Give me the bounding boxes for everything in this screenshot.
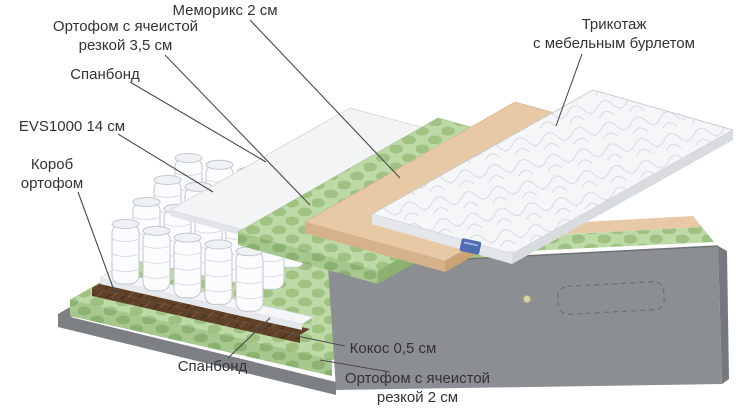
leader-memorix xyxy=(249,19,401,179)
label-spunbond-top: Спанбонд xyxy=(70,66,140,83)
label-evs: EVS1000 14 см xyxy=(18,118,126,135)
leader-evs xyxy=(117,133,214,193)
leader-ortofoam-35cm xyxy=(164,54,311,206)
leader-lines xyxy=(77,19,583,373)
brand-tag xyxy=(459,238,482,255)
leader-korob xyxy=(77,191,116,294)
label-spunbond-bottom: Спанбонд xyxy=(177,358,248,375)
layer-coconut xyxy=(92,282,310,343)
label-tricotage: Трикотаж с мебельным бурлетом xyxy=(533,16,695,52)
air-vent xyxy=(523,295,531,303)
label-ortofoam-2cm: Ортофом с ячеистой резкой 2 см xyxy=(344,370,491,406)
spring-coil xyxy=(142,225,171,292)
leader-tricotage xyxy=(555,53,583,127)
layer-tricotage-cover xyxy=(370,89,735,264)
leader-spunbond-bottom xyxy=(227,317,271,359)
label-memorix: Меморикс 2 см xyxy=(172,2,278,19)
label-korob: Короб ортофом xyxy=(20,156,84,192)
leader-ortofoam-2cm xyxy=(319,359,391,373)
leader-coconut xyxy=(286,333,346,347)
leader-spunbond-top xyxy=(129,81,267,163)
spring-coil xyxy=(111,219,140,285)
spring-coil xyxy=(204,239,233,305)
spring-coil xyxy=(173,232,202,299)
label-coconut: Кокос 0,5 см xyxy=(349,340,437,357)
label-ortofoam-35cm: Ортофом с ячеистой резкой 3,5 см xyxy=(52,18,199,54)
spring-coil xyxy=(235,246,264,312)
